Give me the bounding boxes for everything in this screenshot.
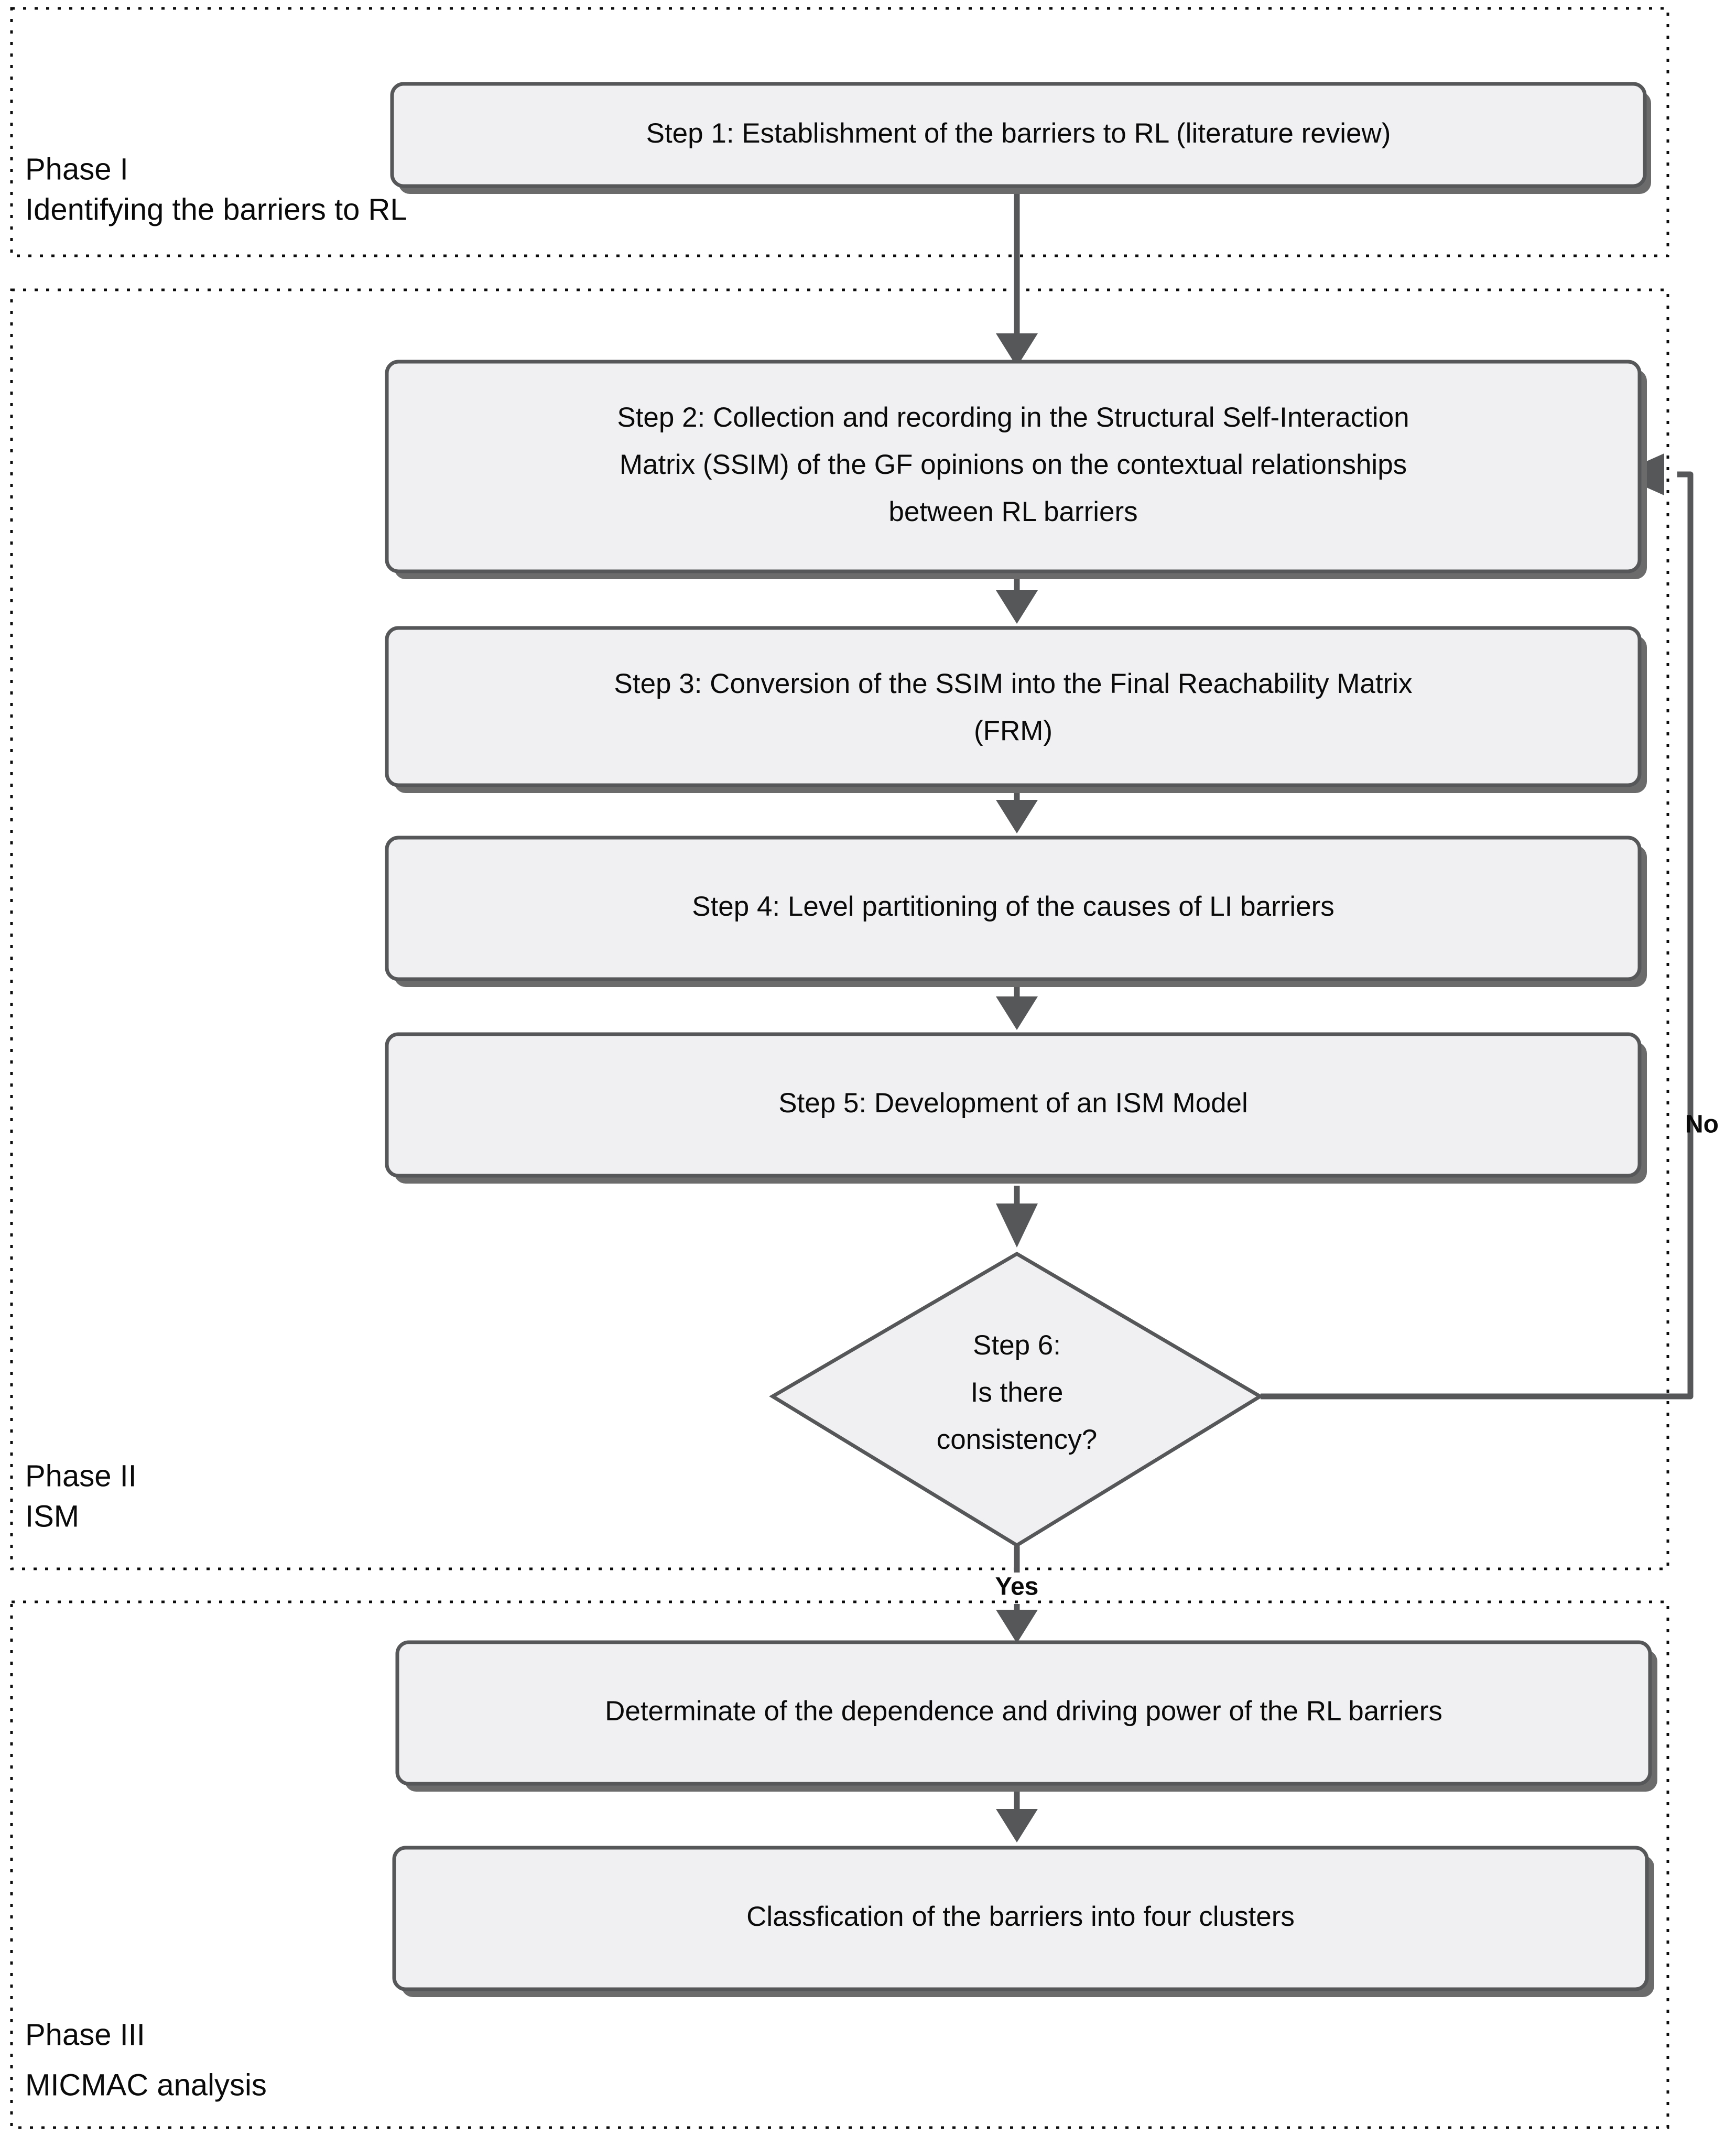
phase-3-label-line1: Phase III (25, 2018, 145, 2052)
node-step-6[interactable]: Step 6: Is there consistency? (769, 1251, 1264, 1548)
step-1-body (390, 82, 1647, 188)
step-6-label-line2: Is there (971, 1377, 1064, 1408)
edge-label-yes: Yes (995, 1573, 1039, 1601)
micmac-2-body (392, 1846, 1649, 1991)
step-3-body (385, 626, 1642, 787)
node-micmac-2[interactable]: Classfication of the barriers into four … (392, 1846, 1654, 1997)
step-2-label-line1: Step 2: Collection and recording in the … (617, 402, 1409, 433)
phase-container-3 (10, 1600, 1669, 2129)
step-5-body (385, 1032, 1642, 1178)
step-4-body (385, 836, 1642, 981)
node-step-4[interactable]: Step 4: Level partitioning of the causes… (385, 836, 1647, 987)
step-5-label-line1: Step 5: Development of an ISM Model (778, 1088, 1248, 1119)
step-6-label-line1: Step 6: (973, 1330, 1061, 1361)
micmac-1-body (395, 1640, 1652, 1786)
node-step-1[interactable]: Step 1: Establishment of the barriers to… (390, 82, 1651, 194)
edge-step6-yes-to-micmac1 (996, 1546, 1038, 1643)
step-6-body (769, 1251, 1264, 1548)
step-3-label-line2: (FRM) (974, 715, 1053, 746)
step-3-label-line1: Step 3: Conversion of the SSIM into the … (614, 668, 1413, 699)
step-2-label-line3: between RL barriers (888, 496, 1137, 527)
phase-container-2 (10, 288, 1669, 1570)
phase-1-label-line1: Phase I (25, 152, 128, 186)
phase-2-label-line2: ISM (25, 1499, 79, 1533)
edge-step2-to-step3 (996, 574, 1038, 624)
edge-step5-to-step6 (996, 1186, 1038, 1248)
phase-2-label-line1: Phase II (25, 1459, 137, 1493)
node-step-5[interactable]: Step 5: Development of an ISM Model (385, 1032, 1647, 1184)
node-micmac-1[interactable]: Determinate of the dependence and drivin… (395, 1640, 1657, 1792)
node-step-3[interactable]: Step 3: Conversion of the SSIM into the … (385, 626, 1647, 793)
node-step-2[interactable]: Step 2: Collection and recording in the … (385, 360, 1647, 579)
phase-1-label-line2: Identifying the barriers to RL (25, 192, 407, 226)
step-6-label-line3: consistency? (937, 1424, 1097, 1455)
edge-step1-to-step2 (996, 188, 1038, 367)
step-4-label-line1: Step 4: Level partitioning of the causes… (692, 891, 1334, 922)
micmac-1-label-line1: Determinate of the dependence and drivin… (605, 1696, 1442, 1727)
micmac-2-label-line1: Classfication of the barriers into four … (746, 1901, 1295, 1932)
step-1-label-line1: Step 1: Establishment of the barriers to… (646, 118, 1391, 149)
edge-micmac1-to-micmac2 (996, 1791, 1038, 1842)
phase-3-label-line2: MICMAC analysis (25, 2068, 267, 2102)
step-2-label-line2: Matrix (SSIM) of the GF opinions on the … (620, 449, 1407, 480)
edge-step4-to-step5 (996, 984, 1038, 1030)
step-2-body (385, 360, 1642, 573)
edge-label-no: No (1685, 1111, 1719, 1139)
